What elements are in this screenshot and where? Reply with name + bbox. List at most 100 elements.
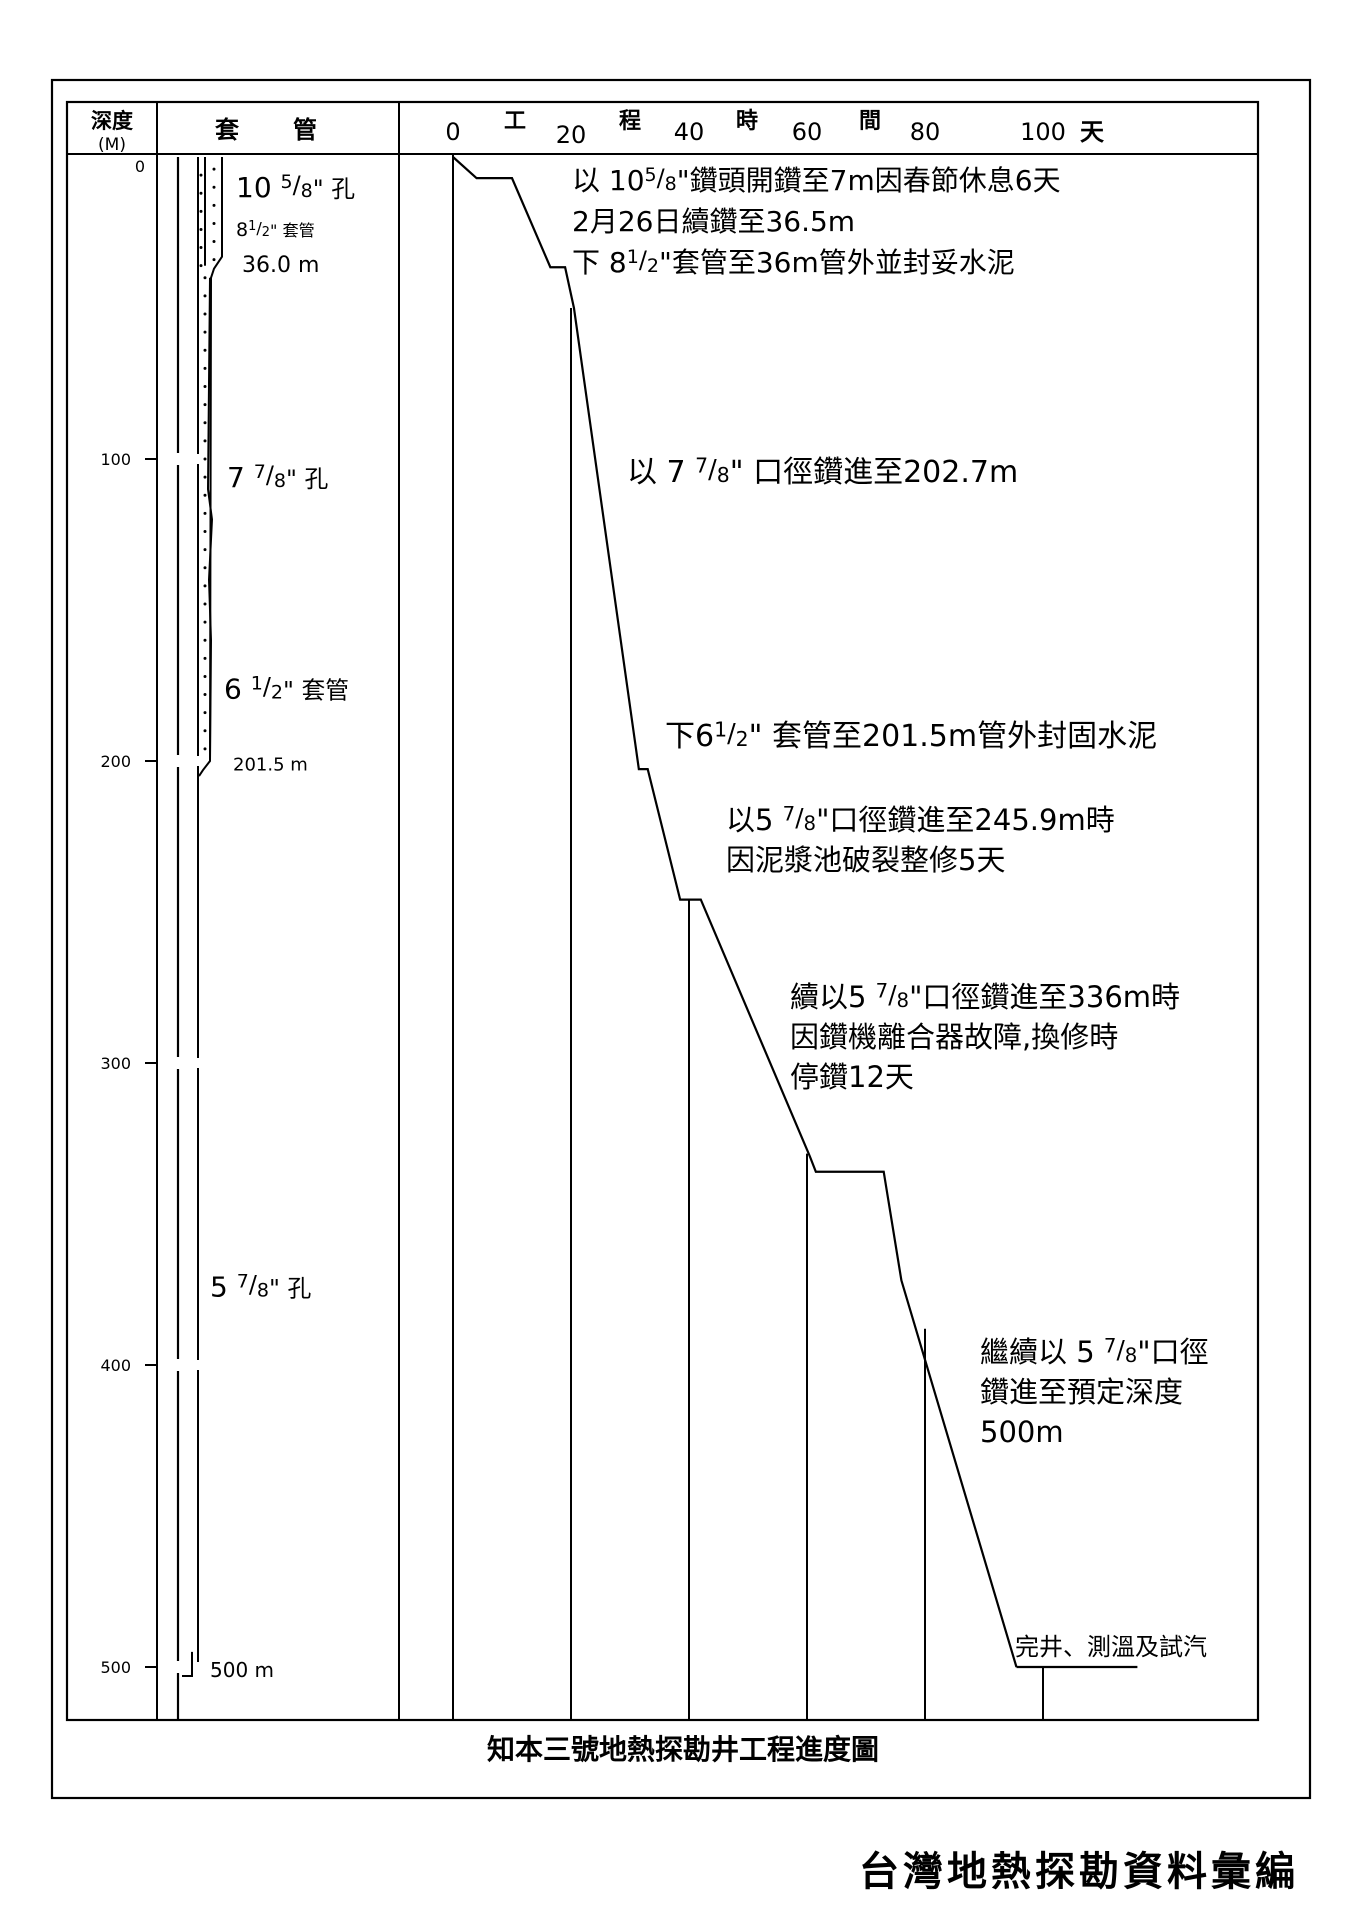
phase-lines xyxy=(452,154,1044,1720)
casing-label: 7 7/8" 孔 xyxy=(227,461,328,494)
x-tick-label: 60 xyxy=(792,118,823,146)
cement-dot xyxy=(203,638,207,642)
casing-label-frac-slash: / xyxy=(256,218,262,237)
time-header-char: 間 xyxy=(859,109,881,134)
cement-dot xyxy=(203,511,207,515)
cement-dot xyxy=(203,529,207,533)
time-header-char: 工 xyxy=(504,109,526,134)
annotation-line: 500m xyxy=(980,1415,1064,1449)
annotation-line: 以 105/8"鑽頭開鑽至7m因春節休息6天 xyxy=(572,164,1061,197)
annotation-line: 以5 7/8"口徑鑽進至245.9m時 xyxy=(726,803,1115,837)
cement-dot xyxy=(203,602,207,606)
time-unit-label: 天 xyxy=(1080,118,1104,146)
cement-dot xyxy=(203,548,207,552)
annotation-line: 繼續以 5 7/8"口徑 xyxy=(980,1335,1209,1369)
annotation-line: 2月26日續鑽至36.5m xyxy=(572,205,855,238)
cement-dot xyxy=(203,674,207,678)
annotation-line-post: "套管至36m管外並封妥水泥 xyxy=(659,246,1015,279)
cement-dot xyxy=(203,294,207,298)
annotation-line-frac-den: 8 xyxy=(1125,1344,1138,1367)
casing-label: 500 m xyxy=(210,1658,274,1682)
annotation-line: 完井、測溫及試汽 xyxy=(1015,1633,1207,1661)
casing-label: 6 1/2" 套管 xyxy=(224,672,349,705)
cement-dot xyxy=(212,185,216,189)
annotation-line-frac-num: 7 xyxy=(695,453,708,477)
cement-dot xyxy=(212,167,216,171)
annotation-line-frac-slash: / xyxy=(888,980,897,1009)
annotation-line: 下61/2" 套管至201.5m管外封固水泥 xyxy=(665,717,1157,754)
casing-label-frac-num: 5 xyxy=(281,171,293,193)
casing-label: 36.0 m xyxy=(242,253,319,278)
annotation-line-pre: 停鑽12天 xyxy=(790,1060,914,1094)
outer-frame xyxy=(50,78,1312,1800)
cement-dot xyxy=(203,366,207,370)
y-tick-label: 500 xyxy=(100,1658,131,1677)
depth-header-label: 深度 xyxy=(91,109,133,133)
casing-label-frac-slash: / xyxy=(293,171,302,199)
casing-header-label-1: 套 xyxy=(215,116,240,144)
casing-label: 10 5/8" 孔 xyxy=(236,171,355,204)
cement-dot xyxy=(203,403,207,407)
annotation-line: 下 81/2"套管至36m管外並封妥水泥 xyxy=(572,246,1015,279)
casing-label-frac-den: 8 xyxy=(257,1279,269,1301)
cement-dot xyxy=(212,221,216,225)
cement-dot xyxy=(203,711,207,715)
annotation-line-frac-num: 1 xyxy=(627,246,639,268)
annotation-line-post: "口徑鑽進至336m時 xyxy=(909,980,1180,1014)
annotation-line-frac-den: 2 xyxy=(736,727,749,751)
casing-label: 201.5 m xyxy=(233,754,308,775)
casing-label: 5 7/8" 孔 xyxy=(210,1270,311,1303)
cement-dot xyxy=(203,276,207,280)
x-tick-label: 0 xyxy=(445,118,460,146)
annotation-line-frac-den: 2 xyxy=(647,255,659,277)
y-tick-label: 0 xyxy=(135,157,145,176)
annotation-line-pre: 2月26日續鑽至36.5m xyxy=(572,205,855,238)
casing-label-post: " 套管 xyxy=(283,676,349,704)
annotation-line-frac-num: 7 xyxy=(783,803,796,826)
annotation-line-pre: 完井、測溫及試汽 xyxy=(1015,1633,1207,1661)
cement-dot xyxy=(199,191,203,195)
annotation-line: 以 7 7/8" 口徑鑽進至202.7m xyxy=(627,453,1018,490)
annotation-line-post: "口徑 xyxy=(1137,1335,1208,1369)
annotation-line-post: "口徑鑽進至245.9m時 xyxy=(816,803,1115,837)
casing-label-frac-num: 1 xyxy=(248,219,256,234)
annotation-line-frac-den: 8 xyxy=(717,463,730,487)
annotation-line-pre: 續以5 xyxy=(790,980,876,1014)
annotation-line: 停鑽12天 xyxy=(790,1060,914,1094)
chart-frame xyxy=(65,100,1260,1722)
annotation-line-pre: 繼續以 5 xyxy=(980,1335,1104,1369)
cement-dot xyxy=(203,421,207,425)
casing-label-pre: 10 xyxy=(236,171,281,204)
casing-label-post: " 套管 xyxy=(270,221,315,240)
casing-label-frac-den: 8 xyxy=(274,470,286,492)
cement-dot xyxy=(203,729,207,733)
depth-unit-label: (M) xyxy=(98,135,126,155)
cement-dot xyxy=(212,240,216,244)
cement-dot xyxy=(203,656,207,660)
annotation-line: 鑽進至預定深度 xyxy=(980,1375,1183,1409)
annotation-line-frac-num: 7 xyxy=(1104,1335,1117,1358)
y-tick-label: 200 xyxy=(100,752,131,771)
cement-dot xyxy=(212,258,216,262)
annotation-line-frac-num: 1 xyxy=(714,717,727,741)
series xyxy=(452,156,1138,1669)
annotation-line: 因泥漿池破裂整修5天 xyxy=(726,843,1005,877)
cement-dot xyxy=(203,348,207,352)
casing-label-frac-num: 7 xyxy=(254,461,266,483)
annotation-line-pre: 因泥漿池破裂整修5天 xyxy=(726,843,1005,877)
borehole-wall-right xyxy=(198,157,223,777)
annotation-line-pre: 下6 xyxy=(665,719,714,754)
cement-dot xyxy=(199,246,203,250)
casing-label-pre: 6 xyxy=(224,672,251,705)
cement-dot xyxy=(203,439,207,443)
annotations: 以 105/8"鑽頭開鑽至7m因春節休息6天 2月26日續鑽至36.5m 下 81/… xyxy=(572,164,1209,1661)
cement-dot xyxy=(199,173,203,177)
x-tick-label: 40 xyxy=(674,118,705,146)
annotation-line-pre: 以 10 xyxy=(572,164,645,197)
x-tick-label: 100 xyxy=(1020,118,1066,146)
x-tick-label: 20 xyxy=(556,121,587,149)
cement-dot xyxy=(203,312,207,316)
y-tick-label: 300 xyxy=(100,1054,131,1073)
cement-dot xyxy=(199,209,203,213)
